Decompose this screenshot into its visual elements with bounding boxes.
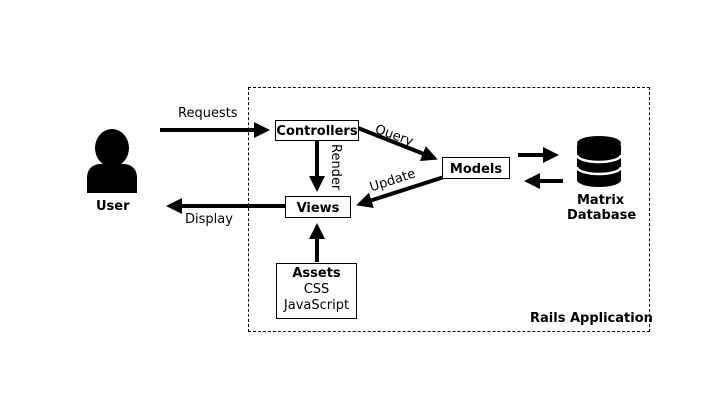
database-icon: [575, 136, 623, 187]
display-label: Display: [185, 212, 233, 227]
update-arrow: [356, 175, 445, 208]
views-label: Views: [296, 201, 340, 216]
database-label-line1: Matrix: [577, 193, 625, 208]
assets-css: CSS: [303, 282, 330, 297]
controllers-node: Controllers: [275, 120, 359, 141]
database-label-line2: Database: [567, 208, 637, 223]
render-label: Render: [328, 144, 343, 191]
models-label: Models: [449, 162, 503, 177]
rails-application-container: [248, 87, 650, 332]
assets-node: Assets CSS JavaScript: [276, 263, 357, 319]
models-node: Models: [442, 157, 510, 179]
views-node: Views: [285, 196, 351, 218]
user-label: User: [96, 199, 130, 214]
query-arrow: [357, 126, 438, 162]
assets-javascript: JavaScript: [283, 298, 350, 313]
container-label: Rails Application: [530, 311, 653, 326]
assets-title: Assets: [292, 266, 341, 281]
controllers-label: Controllers: [276, 124, 358, 139]
requests-label: Requests: [178, 106, 238, 121]
user-icon: [87, 129, 137, 193]
